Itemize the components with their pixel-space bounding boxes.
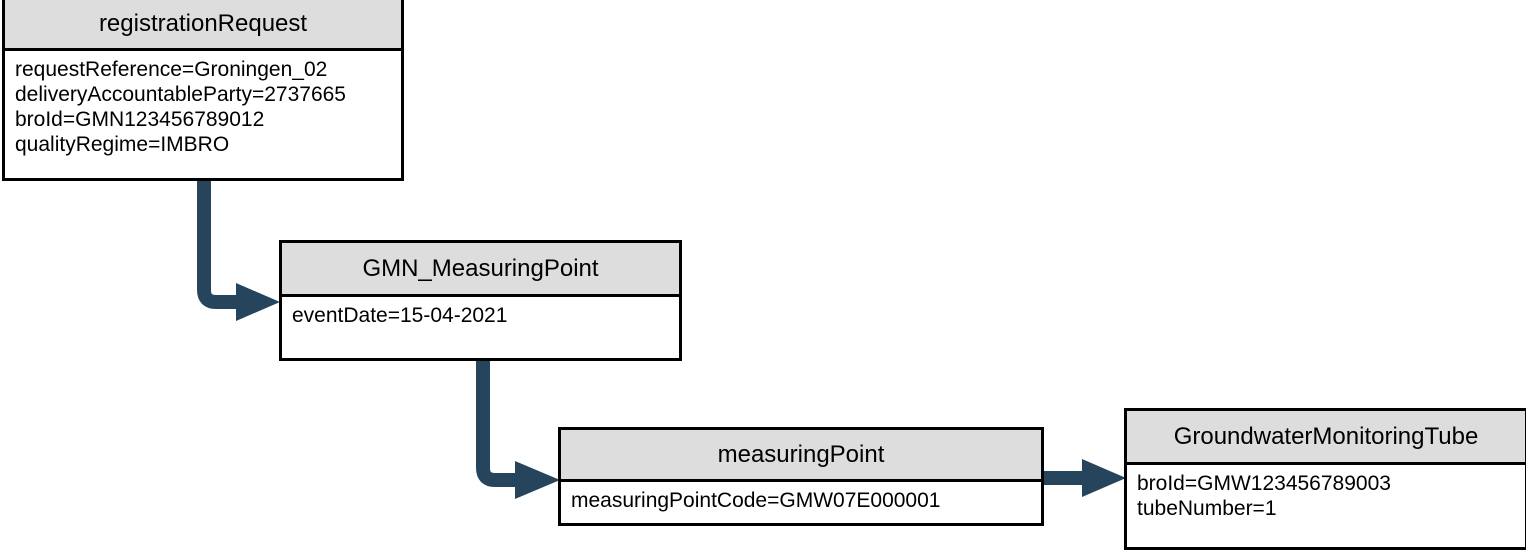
uml-node-header: GMN_MeasuringPoint [282, 243, 679, 297]
uml-attribute: broId=GMW123456789003 [1137, 472, 1391, 495]
uml-attribute: requestReference=Groningen_02 [15, 58, 328, 81]
uml-node-body: broId=GMW123456789003 tubeNumber=1 [1127, 465, 1525, 547]
uml-node-header: measuringPoint [561, 430, 1041, 482]
uml-attribute: broId=GMN123456789012 [15, 108, 265, 131]
connector-measuringpoint-to-groundwatermonitoringtube [1040, 459, 1126, 497]
uml-node-body: measuringPointCode=GMW07E000001 [561, 482, 1041, 523]
uml-node-groundwatermonitoringtube[interactable]: GroundwaterMonitoringTube broId=GMW12345… [1124, 408, 1526, 550]
uml-node-registrationrequest[interactable]: registrationRequest requestReference=Gro… [2, 0, 404, 181]
uml-node-header: registrationRequest [5, 0, 401, 51]
uml-attribute: eventDate=15-04-2021 [292, 304, 508, 327]
uml-node-body: eventDate=15-04-2021 [282, 297, 679, 358]
uml-attribute: measuringPointCode=GMW07E000001 [571, 489, 941, 512]
uml-attribute: tubeNumber=1 [1137, 497, 1277, 520]
uml-attribute: qualityRegime=IMBRO [15, 133, 230, 156]
uml-attribute: deliveryAccountableParty=2737665 [15, 83, 346, 106]
uml-node-body: requestReference=Groningen_02 deliveryAc… [5, 51, 401, 178]
uml-node-header: GroundwaterMonitoringTube [1127, 411, 1525, 465]
uml-node-gmnmeasuringpoint[interactable]: GMN_MeasuringPoint eventDate=15-04-2021 [279, 240, 682, 361]
uml-node-measuringpoint[interactable]: measuringPoint measuringPointCode=GMW07E… [558, 427, 1044, 526]
